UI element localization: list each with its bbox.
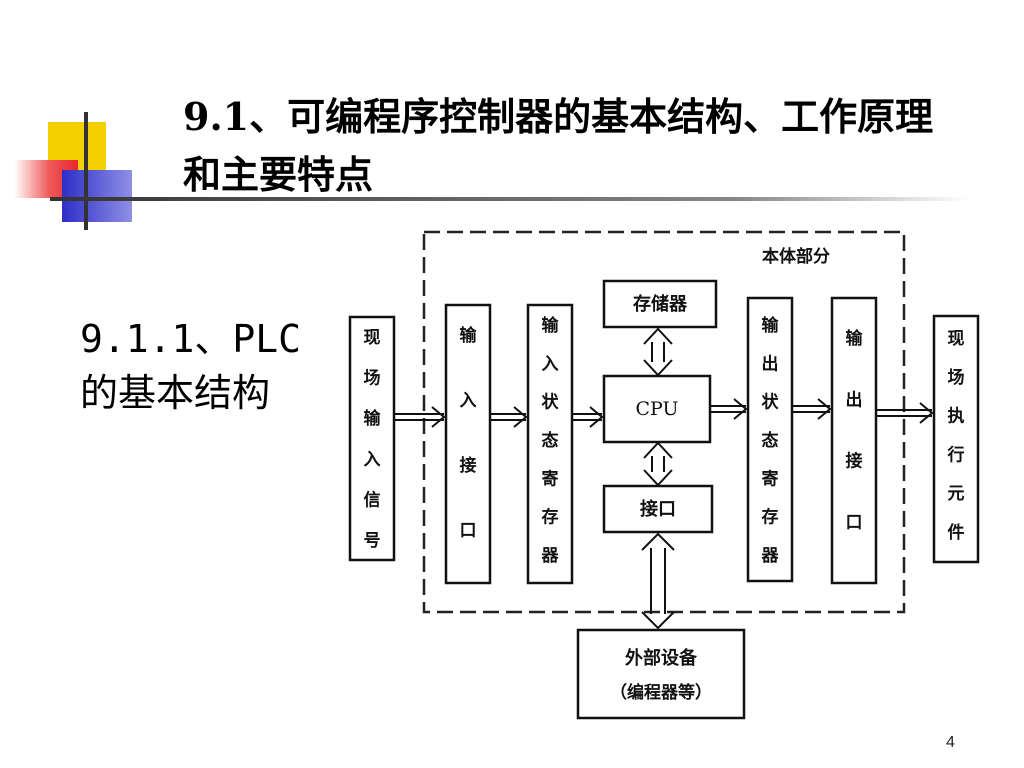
vertical-rule-decoration xyxy=(84,112,88,230)
arrow-input-signal-to-interface xyxy=(394,406,446,428)
arrow-output-interface-to-actuator xyxy=(876,402,934,424)
section-subtitle: 9.1.1、PLC的基本结构 xyxy=(80,317,302,415)
arrow-register-to-cpu xyxy=(572,406,604,428)
arrow-cpu-interface xyxy=(643,441,673,487)
memory-box xyxy=(602,279,718,329)
external-device-box xyxy=(576,628,746,720)
input-status-register-label: 输入状态寄存器 xyxy=(541,315,560,566)
flow-arrows xyxy=(394,398,934,428)
output-status-register-label: 输出状态寄存器 xyxy=(761,315,780,566)
external-device-label: 外部设备 xyxy=(625,647,698,669)
blue-square-decoration xyxy=(62,170,132,222)
field-actuator-label: 现场执行元件 xyxy=(947,329,965,543)
field-actuator-box xyxy=(932,314,980,564)
interface-box xyxy=(602,484,714,534)
external-device-note: （编程器等） xyxy=(610,682,712,703)
output-interface-label: 输出接口 xyxy=(846,328,864,533)
page-number: 4 xyxy=(946,734,955,751)
body-section-border xyxy=(422,230,906,614)
input-status-register-box xyxy=(526,303,574,585)
arrow-register-to-output-interface xyxy=(792,398,832,420)
body-section-label: 本体部分 xyxy=(762,246,830,267)
cpu-box xyxy=(602,374,712,444)
title-underline xyxy=(50,197,970,201)
bus-arrows xyxy=(641,327,675,630)
input-interface-label: 输入接口 xyxy=(460,325,478,541)
arrow-interface-to-register xyxy=(490,406,528,428)
field-input-label: 现场输入信号 xyxy=(364,328,382,551)
arrow-cpu-to-output-register xyxy=(710,398,748,420)
output-status-register-box xyxy=(746,296,794,583)
output-interface-box xyxy=(830,296,878,585)
interface-label: 接口 xyxy=(640,498,676,520)
arrow-memory-cpu xyxy=(643,327,673,377)
cpu-label: CPU xyxy=(635,398,678,420)
arrow-interface-external xyxy=(641,532,675,630)
memory-label: 存储器 xyxy=(633,293,688,315)
input-interface-box xyxy=(444,303,492,585)
slide-title: 9.1、可编程序控制器的基本结构、工作原理和主要特点 xyxy=(183,94,934,197)
field-input-box xyxy=(348,315,396,562)
